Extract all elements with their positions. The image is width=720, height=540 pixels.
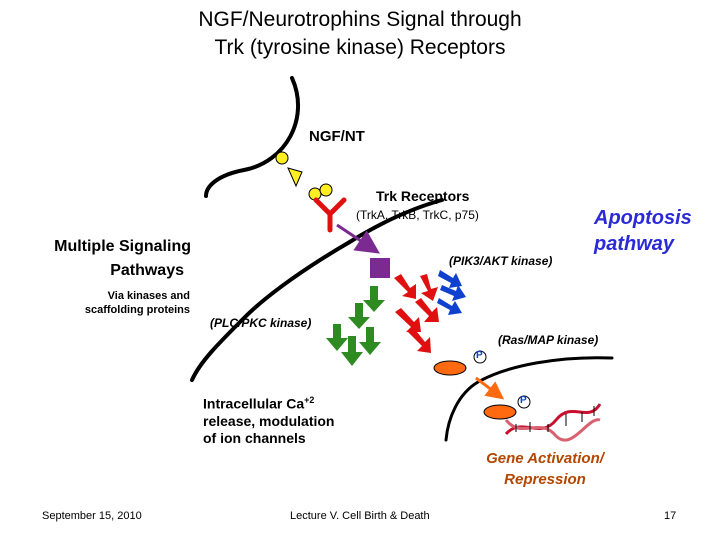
via-line-2: scaffolding proteins: [84, 304, 190, 316]
purple-arrow: [336, 223, 380, 254]
apoptosis-label: Apoptosis pathway: [594, 205, 692, 257]
footer-date: September 15, 2010: [42, 510, 142, 522]
phosphate-circle-1: [473, 350, 487, 364]
orange-arrow: [475, 376, 505, 400]
trk-types-label: (TrkA, TrkB, TrkC, p75): [356, 208, 479, 222]
plc-pkc-label: (PLC/PKC kinase): [210, 316, 312, 330]
dna-helix-icon: [504, 403, 602, 442]
apoptosis-line-2: pathway: [594, 233, 675, 255]
phosphate-circle-2: [517, 395, 531, 409]
ca-superscript: +2: [304, 395, 315, 405]
multiple-signaling-label: Multiple Signaling Pathways: [15, 235, 191, 283]
footer-page-number: 17: [664, 510, 677, 522]
green-arrows: [326, 286, 385, 366]
ca-line-2: release, modulation: [203, 412, 335, 429]
pik3-akt-label: (PIK3/AKT kinase): [449, 254, 553, 268]
ngf-bound-2: [319, 183, 333, 197]
phosphate-label-2: P: [520, 395, 527, 406]
ngf-label: NGF/NT: [309, 128, 365, 145]
ca-line-1: Intracellular Ca+2: [203, 392, 334, 413]
ca-line-3: of ion channels: [203, 429, 306, 446]
gene-activation-label: Gene Activation/ Repression: [470, 448, 620, 490]
gene-line-1: Gene Activation/: [486, 450, 604, 467]
pik3-square: [370, 258, 390, 278]
multiple-signaling-line-2: Pathways: [110, 262, 184, 279]
cell-membrane-lower: [190, 198, 444, 382]
nuclear-membrane: [444, 356, 614, 442]
ngf-triangle: [287, 167, 303, 188]
trk-receptors-label: Trk Receptors: [376, 188, 470, 204]
ras-map-label: (Ras/MAP kinase): [498, 333, 599, 347]
kinase-oval-2: [483, 404, 517, 420]
red-arrows: [394, 274, 439, 353]
via-line-1: Via kinases and: [107, 290, 190, 302]
gene-line-2: Repression: [504, 471, 586, 488]
title-line-1: NGF/Neurotrophins Signal through: [198, 8, 522, 31]
cell-membrane: [204, 76, 300, 198]
multiple-signaling-line-1: Multiple Signaling: [54, 238, 191, 255]
blue-arrows: [437, 270, 466, 315]
apoptosis-line-1: Apoptosis: [594, 207, 692, 229]
footer-lecture: Lecture V. Cell Birth & Death: [290, 510, 430, 522]
via-kinases-label: Via kinases and scaffolding proteins: [42, 289, 190, 317]
kinase-oval-1: [433, 360, 467, 376]
title-line-2: Trk (tyrosine kinase) Receptors: [214, 36, 506, 59]
page-title: NGF/Neurotrophins Signal through Trk (ty…: [0, 6, 720, 62]
trk-receptor-icon: [313, 197, 347, 233]
ngf-ligand: [275, 151, 289, 165]
ca-prefix: Intracellular Ca: [203, 395, 305, 412]
phosphate-label-1: P: [476, 350, 483, 361]
intracellular-ca-label: Intracellular Ca+2 release, modulation o…: [203, 392, 334, 447]
